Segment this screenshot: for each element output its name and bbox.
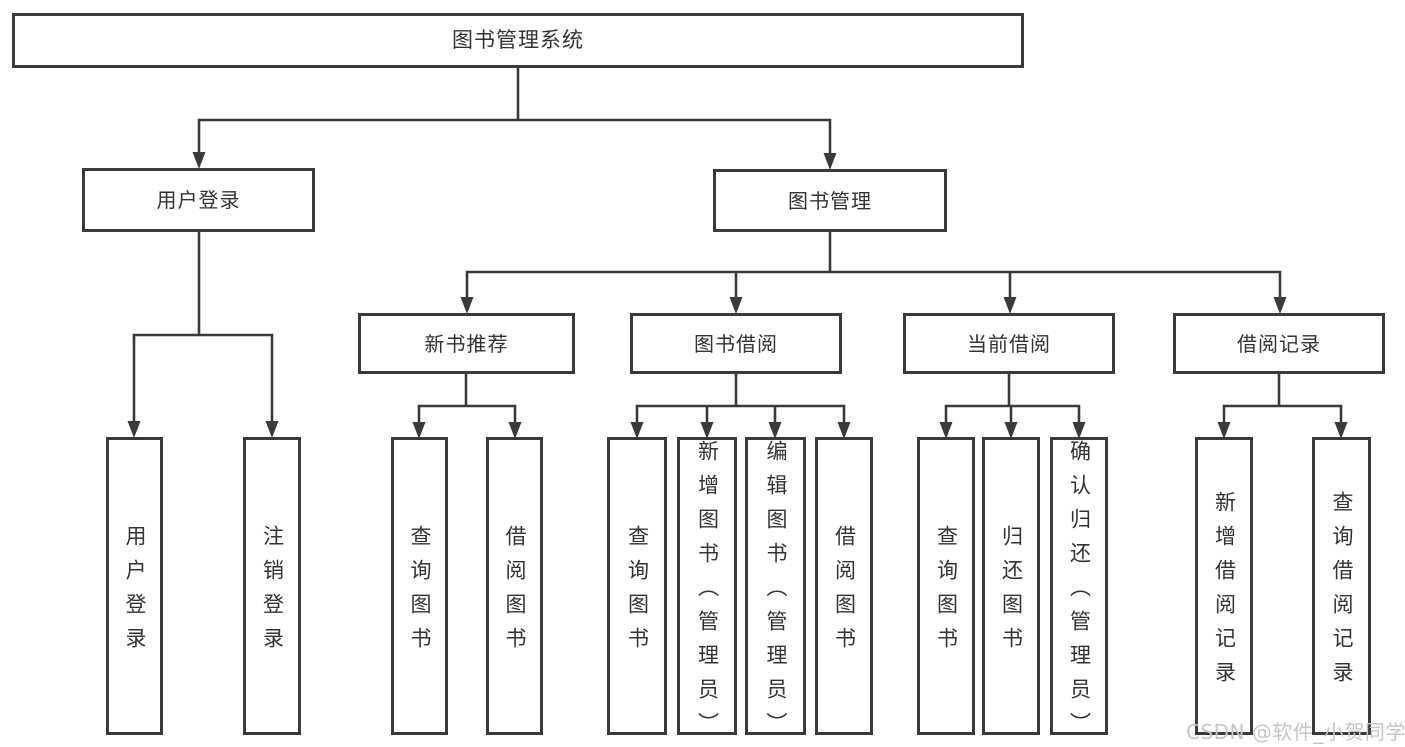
node-user-login-leaf: 用户登录 (106, 437, 163, 735)
node-label: 新增图书（管理员） (695, 439, 720, 746)
node-label: 图书管理 (788, 188, 872, 213)
node-query-books-recommend: 查询图书 (391, 437, 448, 735)
node-edit-book-admin: 编辑图书（管理员） (745, 437, 806, 746)
node-label: 用户登录 (123, 524, 147, 661)
node-borrow-books-leaf: 借阅图书 (815, 437, 873, 735)
node-book-management-module: 图书管理 (713, 169, 947, 232)
node-query-books-current: 查询图书 (917, 437, 975, 735)
node-label: 借阅图书 (503, 524, 527, 661)
node-return-book: 归还图书 (982, 437, 1040, 735)
node-label: 编辑图书（管理员） (764, 439, 788, 746)
node-borrowing-records: 借阅记录 (1173, 313, 1385, 374)
node-book-borrowing: 图书借阅 (630, 313, 842, 374)
node-label: 查询图书 (625, 524, 650, 661)
node-label: 当前借阅 (967, 331, 1051, 356)
node-label: 图书管理系统 (452, 28, 584, 52)
node-label: 查询借阅记录 (1330, 490, 1354, 695)
node-label: 借阅图书 (832, 524, 857, 661)
node-label: 归还图书 (999, 524, 1024, 661)
node-confirm-return-admin: 确认归还（管理员） (1050, 437, 1108, 746)
node-label: 用户登录 (156, 188, 241, 212)
node-query-borrow-record: 查询借阅记录 (1312, 437, 1371, 735)
node-label: 查询图书 (408, 524, 432, 661)
node-library-management-system: 图书管理系统 (12, 13, 1024, 68)
node-label: 查询图书 (934, 524, 959, 661)
node-current-borrowing: 当前借阅 (903, 313, 1115, 374)
node-label: 新增借阅记录 (1212, 490, 1237, 695)
node-label: 确认归还（管理员） (1067, 439, 1092, 746)
node-user-login-module: 用户登录 (82, 168, 315, 232)
node-label: 新书推荐 (424, 331, 509, 356)
node-borrow-books-recommend: 借阅图书 (486, 437, 543, 735)
node-label: 图书借阅 (694, 331, 778, 356)
node-query-books-borrow: 查询图书 (607, 437, 667, 735)
node-new-book-recommendation: 新书推荐 (358, 313, 575, 374)
node-label: 借阅记录 (1237, 331, 1321, 356)
node-label: 注销登录 (260, 524, 285, 661)
node-add-book-admin: 新增图书（管理员） (677, 437, 737, 746)
node-logout-leaf: 注销登录 (243, 437, 301, 735)
node-add-borrow-record: 新增借阅记录 (1195, 437, 1253, 735)
csdn-watermark: CSDN @软件_小贺同学 (1186, 720, 1405, 744)
